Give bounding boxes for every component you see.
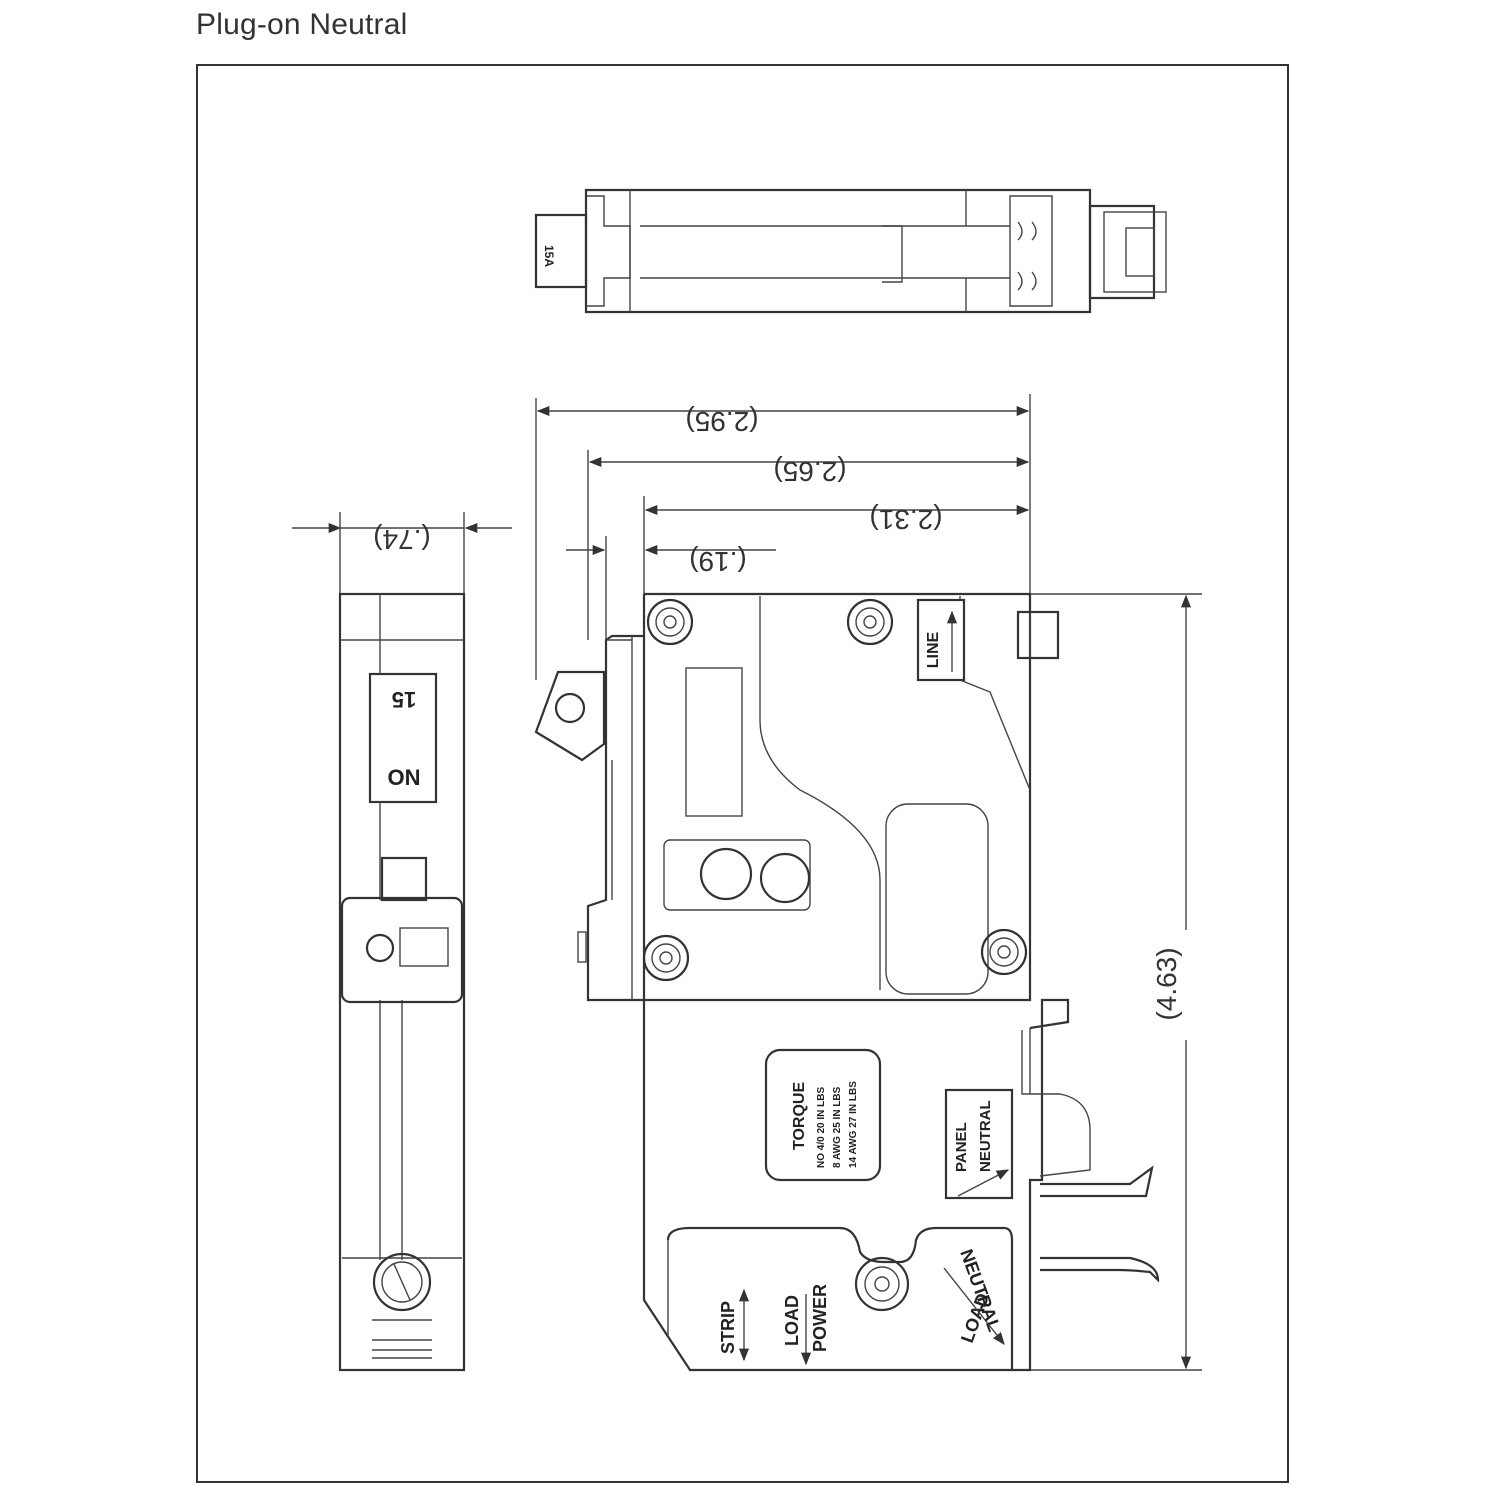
mounting-tab-hole-icon bbox=[554, 692, 586, 724]
torque-title: TORQUE bbox=[791, 1082, 808, 1150]
power-label: POWER bbox=[810, 1284, 830, 1352]
test-button[interactable] bbox=[759, 852, 811, 904]
dim-width-body: (2.65) bbox=[773, 456, 846, 487]
top-view: 15A bbox=[534, 188, 1167, 314]
torque-row: 14 AWG 27 IN LBS bbox=[848, 1081, 859, 1168]
mounting-tab bbox=[534, 670, 606, 762]
panel-label: PANEL bbox=[953, 1122, 970, 1172]
handle-rating-label: 15 bbox=[392, 687, 416, 712]
torque-row: NO 4/0 20 IN LBS bbox=[816, 1087, 827, 1168]
drawing-frame bbox=[196, 64, 1289, 1483]
screw-icon bbox=[646, 598, 694, 646]
dim-width-overall: (2.95) bbox=[685, 406, 758, 437]
strip-label: STRIP bbox=[718, 1301, 738, 1354]
top-view-body bbox=[584, 188, 1092, 314]
screw-icon bbox=[854, 1256, 910, 1312]
dim-height: (4.63) bbox=[1151, 947, 1182, 1020]
dimension-lines: (2.95) (2.65) (2.31) (.19) (.74) (4.63) bbox=[292, 394, 1204, 1371]
side-view-body bbox=[338, 592, 466, 1372]
line-label: LINE bbox=[925, 631, 942, 668]
top-view-neutral-clip bbox=[1088, 204, 1156, 300]
side-view: 15 ON bbox=[338, 592, 466, 1372]
trip-indicator-icon bbox=[699, 847, 753, 901]
neutral-label: NEUTRAL bbox=[977, 1100, 994, 1172]
screw-icon bbox=[980, 928, 1028, 976]
case-lower bbox=[642, 998, 1070, 1372]
line-stab bbox=[1016, 610, 1060, 660]
case-upper bbox=[644, 592, 1032, 1002]
side-view-handle[interactable] bbox=[368, 672, 438, 804]
dim-offset: (.19) bbox=[689, 546, 747, 577]
front-view: LINE TORQUE NO 4/0 20 IN LBS 8 AWG 25 IN… bbox=[534, 592, 1160, 1372]
dim-width-case: (2.31) bbox=[869, 504, 942, 535]
screw-icon bbox=[642, 934, 690, 982]
load-terminal-block bbox=[666, 1226, 1014, 1370]
top-view-rating-label: 15A bbox=[542, 245, 556, 267]
page-title: Plug-on Neutral bbox=[196, 8, 408, 41]
neutral-clip-upper bbox=[1040, 1165, 1154, 1198]
dim-thickness: (.74) bbox=[373, 524, 431, 555]
torque-row: 8 AWG 25 IN LBS bbox=[832, 1086, 843, 1168]
panel-neutral-label-box bbox=[944, 1088, 1014, 1200]
side-view-indicator-icon bbox=[365, 933, 395, 963]
neutral-clip-lower bbox=[1040, 1256, 1160, 1283]
screw-icon bbox=[846, 598, 894, 646]
torque-table bbox=[764, 1048, 882, 1182]
load-label: LOAD bbox=[782, 1295, 802, 1346]
side-view-screw-icon bbox=[372, 1252, 432, 1312]
handle-on-label: ON bbox=[388, 765, 421, 790]
